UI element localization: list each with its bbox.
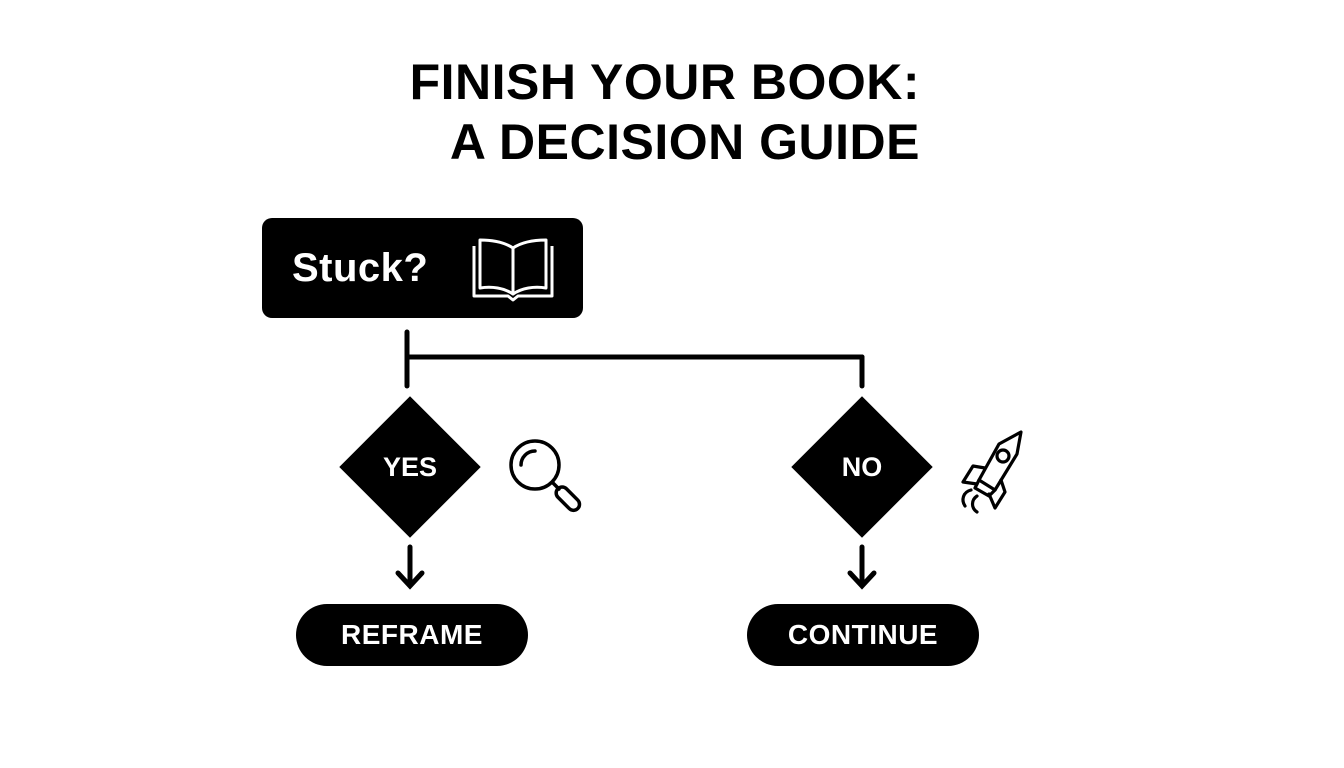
- outcome-reframe: REFRAME: [296, 604, 528, 666]
- open-book-icon: [472, 238, 554, 302]
- start-node-label: Stuck?: [292, 245, 429, 290]
- outcome-continue: CONTINUE: [747, 604, 979, 666]
- decision-no: NO: [791, 396, 933, 538]
- title-line-1: FINISH YOUR BOOK:: [409, 54, 920, 110]
- decision-no-label: NO: [841, 451, 883, 482]
- outcome-reframe-label: REFRAME: [341, 619, 483, 650]
- title-line-2: A DECISION GUIDE: [449, 114, 920, 170]
- magnifying-glass-icon: [509, 439, 582, 513]
- page-title: FINISH YOUR BOOK: A DECISION GUIDE: [340, 52, 920, 172]
- start-node: Stuck?: [262, 218, 583, 318]
- decision-yes-label: YES: [382, 451, 438, 482]
- rocket-icon: [961, 430, 1023, 514]
- outcome-continue-label: CONTINUE: [787, 619, 939, 650]
- decision-yes: YES: [339, 396, 481, 538]
